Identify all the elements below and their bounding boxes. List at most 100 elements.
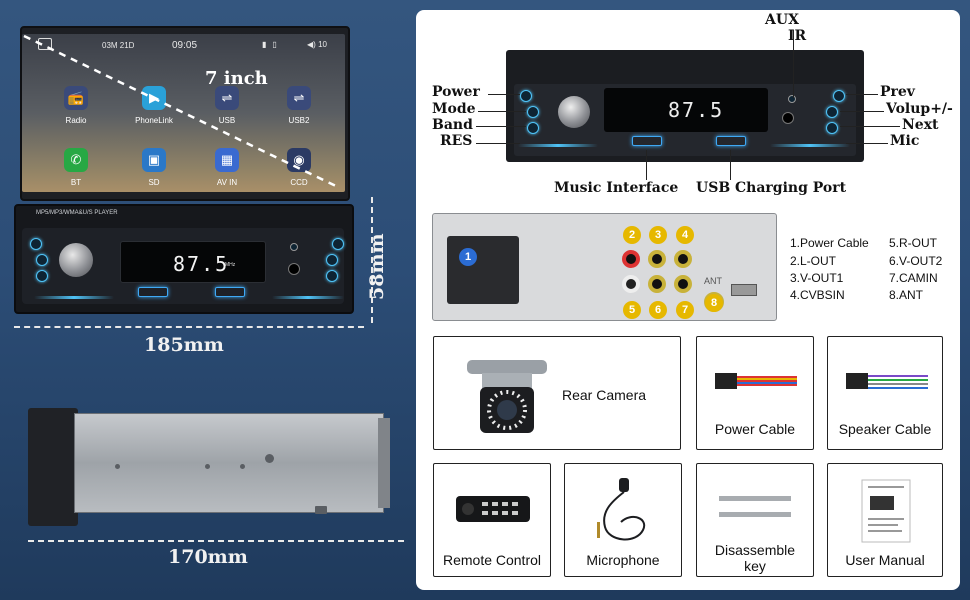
app-phonelink[interactable]: ▶ PhoneLink (124, 86, 184, 125)
app-label: SD (148, 178, 160, 187)
callout-ir: IR (788, 28, 807, 44)
front-next-button (826, 122, 838, 134)
callout-volup: Volup+/- (886, 101, 953, 117)
rear-usb-port (731, 284, 757, 296)
accessory-speaker-cable: Speaker Cable (827, 336, 943, 450)
volume-value: 10 (318, 40, 327, 49)
volup-button[interactable] (326, 254, 338, 266)
callout-mode: Mode (432, 101, 476, 117)
front-music-interface-port (632, 136, 662, 146)
callout-music-interface: Music Interface (554, 180, 679, 196)
badge-6: 6 (649, 301, 667, 319)
ir-sensor (290, 243, 298, 251)
accessory-label: Remote Control (442, 552, 542, 568)
front-band-button (527, 122, 539, 134)
remote-control-icon (456, 496, 530, 522)
left-ambient-light (34, 296, 114, 299)
accessory-disassemble-key: Disassemble key (696, 463, 814, 577)
leader-res (476, 143, 520, 144)
side-view-faceplate (28, 408, 78, 526)
prev-button[interactable] (332, 238, 344, 250)
next-button[interactable] (326, 270, 338, 282)
app-usb2[interactable]: ⇌ USB2 (269, 86, 329, 125)
badge-1: 1 (459, 248, 477, 266)
callout-usb-charging-port: USB Charging Port (696, 180, 847, 196)
front-mode-button (527, 106, 539, 118)
camera-icon: ◉ (287, 148, 311, 172)
status-date: 03M 21D (102, 41, 135, 50)
status-icons: ▮▯ (262, 40, 283, 49)
badge-2: 2 (623, 226, 641, 244)
badge-8: 8 (705, 294, 723, 312)
right-ambient-light (272, 296, 344, 299)
depth-dimension-label: 170mm (168, 546, 248, 568)
leader-volup (840, 111, 884, 112)
callout-prev: Prev (880, 84, 915, 100)
music-interface-port[interactable] (138, 287, 168, 297)
volume-knob[interactable] (59, 243, 93, 277)
legend-cvbsin: 4.CVBSIN (790, 288, 845, 302)
usb-icon: ⇌ (215, 86, 239, 110)
leader-aux (793, 30, 794, 98)
front-view-knob (558, 96, 590, 128)
height-dimension-line (371, 197, 373, 323)
usb-charging-port[interactable] (215, 287, 245, 297)
radio-icon: 📻 (64, 86, 88, 110)
chassis-clip (315, 506, 327, 514)
accessory-label: Disassemble key (714, 542, 796, 574)
accessory-power-cable: Power Cable (696, 336, 814, 450)
band-button[interactable] (36, 270, 48, 282)
accessory-rear-camera: Rear Camera (433, 336, 681, 450)
height-dimension-label: 58mm (366, 233, 388, 300)
legend-r-out: 5.R-OUT (889, 236, 937, 250)
speaker-cable-icon (846, 373, 928, 389)
mode-button[interactable] (36, 254, 48, 266)
depth-dimension-line (28, 540, 404, 542)
legend-camin: 7.CAMIN (889, 271, 938, 285)
av-in-icon: ▦ (215, 148, 239, 172)
app-ccd[interactable]: ◉ CCD (269, 148, 329, 187)
disassemble-key-icon (719, 496, 791, 517)
legend-v-out2: 6.V-OUT2 (889, 254, 943, 268)
leader-mic (846, 143, 888, 144)
app-av-in[interactable]: ▦ AV IN (197, 148, 257, 187)
leader-power (488, 94, 520, 95)
front-usb-charging-port (716, 136, 746, 146)
callout-power: Power (432, 84, 480, 100)
badge-5: 5 (623, 301, 641, 319)
app-sd[interactable]: ▣ SD (124, 148, 184, 187)
status-bar: 03M 21D 09:05 ▮▯ ◀) 10 (22, 34, 345, 56)
accessory-label: Microphone (586, 552, 660, 568)
app-usb[interactable]: ⇌ USB (197, 86, 257, 125)
power-cable-icon (715, 373, 797, 389)
rca-camin (674, 275, 692, 293)
bluetooth-call-icon: ✆ (64, 148, 88, 172)
callout-aux: AUX (765, 12, 799, 28)
user-manual-icon (861, 479, 911, 543)
callout-res: RES (440, 133, 473, 149)
usb2-icon: ⇌ (287, 86, 311, 110)
rca-l-out (622, 250, 640, 268)
callout-band: Band (432, 117, 473, 133)
front-right-light (770, 144, 850, 147)
width-dimension-line (14, 326, 364, 328)
leader-usb-charging-port (730, 150, 731, 180)
callout-next: Next (902, 117, 939, 133)
app-radio[interactable]: 📻 Radio (46, 86, 106, 125)
front-power-button (520, 90, 532, 102)
chassis-screw (265, 454, 274, 463)
legend-v-out1: 3.V-OUT1 (790, 271, 844, 285)
badge-4: 4 (676, 226, 694, 244)
sd-card-icon: ▣ (142, 148, 166, 172)
side-view-rear-plate (378, 418, 390, 508)
badge-7: 7 (676, 301, 694, 319)
chassis-hole (240, 464, 245, 469)
rca-v-out1 (648, 250, 666, 268)
badge-3: 3 (649, 226, 667, 244)
app-bt[interactable]: ✆ BT (46, 148, 106, 187)
aux-jack[interactable] (288, 263, 300, 275)
power-button[interactable] (30, 238, 42, 250)
legend-power-cable: 1.Power Cable (790, 236, 869, 250)
app-label: PhoneLink (135, 116, 173, 125)
front-prev-button (833, 90, 845, 102)
